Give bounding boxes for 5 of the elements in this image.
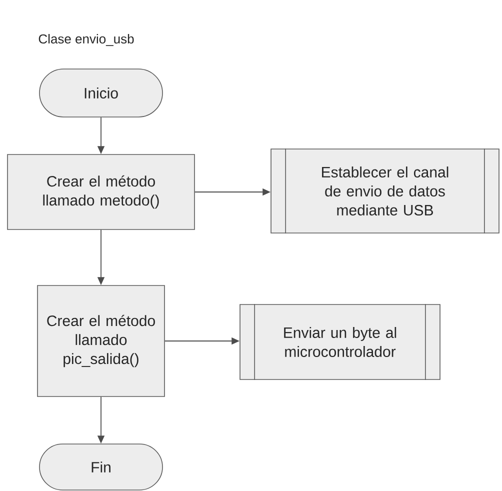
title: Clase envio_usb	[38, 34, 134, 46]
subroutine-box: Enviar un byte al microcontrolador	[240, 304, 440, 380]
subroutine-box: Establecer el canal de envio de datos mediante USB	[270, 148, 500, 234]
process-box: Crear el método llamado metodo()	[7, 154, 195, 230]
process-box: Crear el método llamado pic_salida()	[37, 285, 165, 397]
